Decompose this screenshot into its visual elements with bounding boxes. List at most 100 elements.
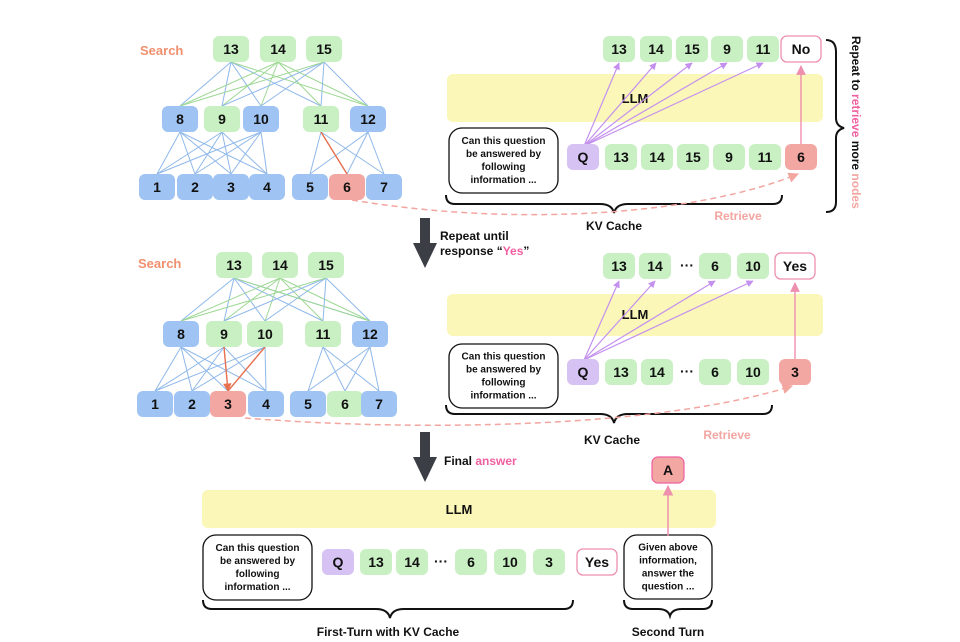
kv-node-label: 10 bbox=[745, 364, 761, 380]
tree-link bbox=[221, 131, 232, 175]
repeat-nodes: nodes bbox=[849, 170, 863, 209]
query-attention-line bbox=[583, 280, 620, 361]
tree-leaf-node: 3 bbox=[213, 174, 249, 200]
tree-mid-node: 9 bbox=[204, 106, 240, 132]
tree-leaf-node: 1 bbox=[137, 391, 173, 417]
bubble-1-line: be answered by bbox=[466, 149, 541, 160]
final-node: 3 bbox=[533, 549, 565, 575]
tree-root-node-label: 14 bbox=[272, 257, 288, 273]
repeat-until-line1: Repeat until bbox=[440, 229, 509, 243]
kv-cache-label-2: KV Cache bbox=[584, 433, 640, 447]
tree-link bbox=[180, 346, 193, 392]
kv-cache-label-1: KV Cache bbox=[586, 219, 642, 233]
tree-link bbox=[369, 346, 380, 392]
tree-link bbox=[260, 61, 325, 107]
retrieved-node-label: 3 bbox=[791, 364, 799, 380]
tree-leaf-node: 4 bbox=[248, 391, 284, 417]
kv-brace-1 bbox=[445, 194, 783, 214]
tree-link bbox=[223, 277, 235, 322]
tree-leaf-node: 6 bbox=[327, 391, 363, 417]
kv-node: 14 bbox=[641, 359, 673, 385]
tree-link bbox=[325, 277, 371, 322]
tree-link bbox=[264, 277, 327, 322]
tree-link bbox=[221, 61, 232, 107]
tree-leaf-node-label: 3 bbox=[224, 396, 232, 412]
tree-link bbox=[191, 346, 266, 392]
tree-link bbox=[320, 61, 325, 107]
tree-mid-node: 12 bbox=[352, 321, 388, 347]
bubble-2-line: Can this question bbox=[462, 352, 546, 363]
tree-link bbox=[223, 346, 267, 392]
tree-leaf-node-label: 6 bbox=[343, 179, 351, 195]
tree-leaf-node: 6 bbox=[329, 174, 365, 200]
tree-link bbox=[260, 61, 279, 107]
tree-mid-node: 9 bbox=[206, 321, 242, 347]
tree-link bbox=[264, 277, 281, 322]
repeat-retrieve: retrieve bbox=[849, 91, 863, 138]
top-row-node: 15 bbox=[676, 36, 708, 62]
final-node: 6 bbox=[455, 549, 487, 575]
tree-leaf-node: 5 bbox=[290, 391, 326, 417]
tree-link bbox=[179, 61, 279, 107]
tree-link bbox=[154, 346, 266, 392]
tree-mid-node-label: 10 bbox=[257, 326, 273, 342]
kv-node: 15 bbox=[677, 144, 709, 170]
kv-node-label: 13 bbox=[613, 364, 629, 380]
repeat-until-post: ” bbox=[523, 244, 529, 258]
top-row-node: 14 bbox=[639, 253, 671, 279]
tree-link bbox=[221, 61, 325, 107]
tree-link bbox=[230, 61, 369, 107]
final-query-node-label: Q bbox=[333, 554, 344, 570]
bubble-2-line: following bbox=[482, 378, 526, 389]
tree-leaf-node: 2 bbox=[174, 391, 210, 417]
repeat-more: more bbox=[849, 137, 863, 170]
tree-root-node: 13 bbox=[213, 36, 249, 62]
llm-bar-2 bbox=[447, 294, 823, 336]
tree-leaf-node-label: 2 bbox=[188, 396, 196, 412]
tree-link bbox=[180, 277, 327, 322]
repeat-until-line2: response “Yes” bbox=[440, 244, 529, 258]
tree-link bbox=[344, 346, 371, 392]
query-attention-line bbox=[583, 62, 620, 147]
tree-mid-node-label: 12 bbox=[362, 326, 378, 342]
tree-leaf-node-label: 5 bbox=[304, 396, 312, 412]
retrieved-node: 3 bbox=[779, 359, 811, 385]
second-turn-brace bbox=[623, 599, 713, 620]
tree-link bbox=[233, 277, 324, 322]
top-row-node-label: 13 bbox=[611, 258, 627, 274]
ellipsis: ··· bbox=[680, 363, 694, 379]
search-label-1: Search bbox=[140, 43, 183, 58]
final-node-label: 14 bbox=[404, 554, 420, 570]
tree-leaf-node: 3 bbox=[210, 391, 246, 417]
tree-mid-node-label: 11 bbox=[314, 111, 329, 127]
tree-root-node: 14 bbox=[262, 252, 298, 278]
tree-link bbox=[156, 131, 223, 175]
kv-node: 13 bbox=[605, 144, 637, 170]
tree-mid-node: 11 bbox=[303, 106, 339, 132]
kv-node: 10 bbox=[737, 359, 769, 385]
tree-link bbox=[156, 131, 181, 175]
llm-bar-1 bbox=[447, 74, 823, 122]
tree-link bbox=[346, 131, 369, 175]
bubble-1-line: information ... bbox=[470, 175, 536, 186]
result-yes-node-label: Yes bbox=[783, 258, 807, 274]
tree-link bbox=[221, 61, 279, 107]
tree-leaf-node: 7 bbox=[366, 174, 402, 200]
top-row-node: 11 bbox=[747, 36, 779, 62]
top-row-node-label: 14 bbox=[648, 41, 664, 57]
bubble-2-line: be answered by bbox=[466, 365, 541, 376]
tree-leaf-node: 7 bbox=[361, 391, 397, 417]
tree-leaf-node-label: 6 bbox=[341, 396, 349, 412]
tree-link bbox=[230, 61, 262, 107]
first-turn-label: First-Turn with KV Cache bbox=[317, 625, 460, 639]
second-turn-label: Second Turn bbox=[632, 625, 704, 639]
tree-leaf-node: 1 bbox=[139, 174, 175, 200]
tree-root-node: 15 bbox=[306, 36, 342, 62]
tree-link bbox=[230, 61, 322, 107]
query-attention-line bbox=[583, 280, 716, 361]
